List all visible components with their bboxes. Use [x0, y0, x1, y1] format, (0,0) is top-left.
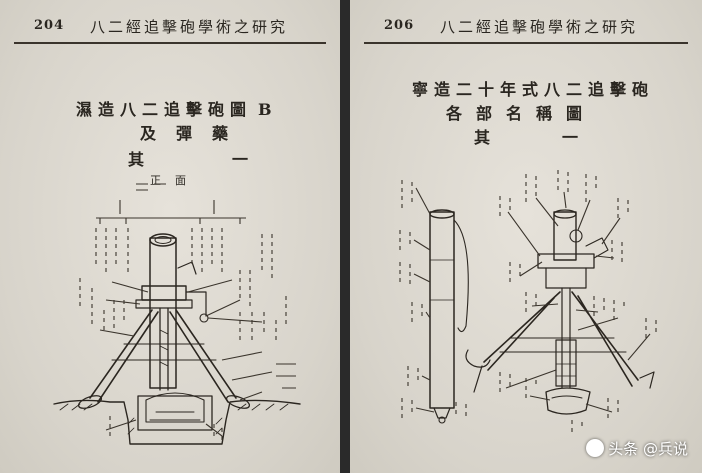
- right-caption-line1: 寧造二十年式八二追擊砲: [412, 80, 655, 99]
- left-running-head: 204 八二經追擊砲學術之研究: [18, 16, 322, 38]
- right-header-rule: [364, 42, 688, 44]
- right-running-head: 206 八二經追擊砲學術之研究: [368, 16, 684, 38]
- book-gutter: [340, 0, 350, 473]
- left-caption-line2: 及彈藥: [140, 124, 249, 143]
- mortar-front-view-illustration: [53, 183, 301, 445]
- mortar-parts-illustration: [399, 170, 657, 432]
- right-running-title: 八二經追擊砲學術之研究: [440, 18, 639, 36]
- left-header-rule: [14, 42, 326, 44]
- left-page-number: 204: [34, 18, 65, 33]
- watermark-text: 头条 @兵说: [608, 439, 688, 458]
- left-running-title: 八二經追擊砲學術之研究: [90, 18, 289, 36]
- right-page-number: 206: [384, 18, 415, 33]
- right-caption-line3: 其一: [474, 128, 651, 147]
- right-caption-line2: 各部名稱圖: [446, 104, 597, 123]
- watermark-logo-icon: [586, 439, 605, 457]
- left-caption-line3: 其一: [128, 150, 337, 169]
- right-page: 206 八二經追擊砲學術之研究 寧造二十年式八二追擊砲 各部名稱圖 其一: [350, 0, 702, 473]
- watermark: 头条 @兵说: [586, 437, 688, 459]
